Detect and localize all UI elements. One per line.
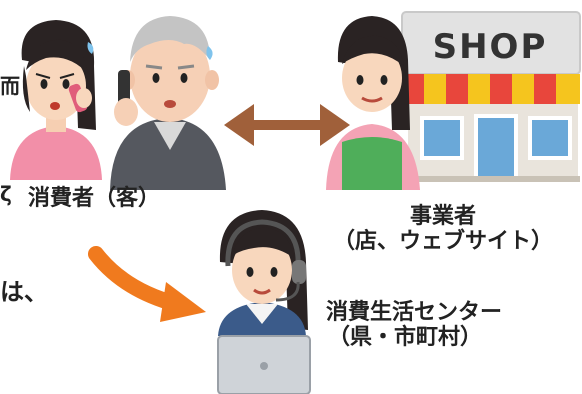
center-label-line1: 消費生活センター	[326, 300, 503, 325]
double-arrow-icon	[224, 104, 350, 146]
edge-text-bottom: は、	[0, 278, 48, 306]
old-man-on-phone-icon	[110, 16, 226, 190]
woman-on-phone-icon	[10, 20, 102, 180]
business-label-line1: 事業者	[409, 204, 476, 229]
edge-text-mid: ζ	[0, 182, 12, 206]
curved-arrow-icon	[88, 246, 206, 322]
shop-sign: SHOP	[433, 27, 548, 67]
center-label: 消費生活センター （県・市町村）	[326, 300, 502, 351]
center-label-line2: （県・市町村）	[328, 325, 483, 351]
consumer-label: 消費者（客）	[28, 186, 161, 211]
call-center-operator-icon	[218, 210, 308, 336]
shop-clerk-icon	[326, 16, 420, 190]
business-label-line2: （店、ウェブサイト）	[332, 229, 553, 255]
edge-text-top: 而	[0, 74, 20, 98]
laptop-icon	[217, 335, 311, 394]
business-label: 事業者 （店、ウェブサイト）	[310, 204, 576, 255]
